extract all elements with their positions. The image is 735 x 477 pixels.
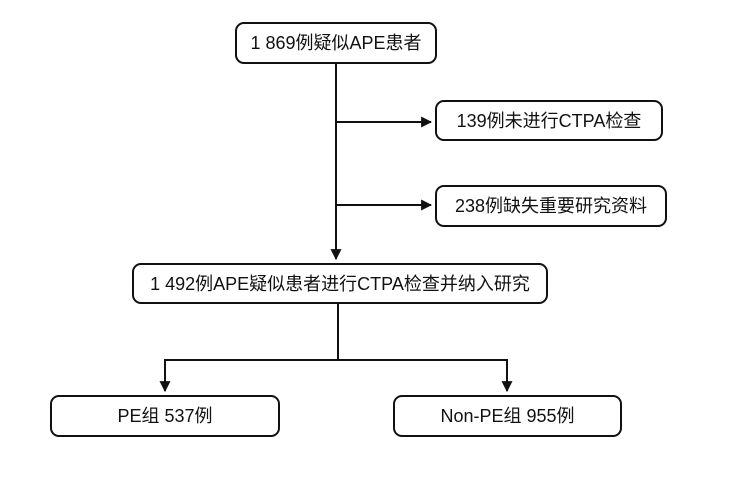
node-pe-group: PE组 537例 xyxy=(50,395,280,437)
node-excluded-no-ctpa: 139例未进行CTPA检查 xyxy=(435,100,663,141)
node-included-patients: 1 492例APE疑似患者进行CTPA检查并纳入研究 xyxy=(132,263,548,304)
node-excluded-missing-data: 238例缺失重要研究资料 xyxy=(435,185,667,227)
node-suspected-ape-patients: 1 869例疑似APE患者 xyxy=(235,22,437,64)
node-non-pe-group: Non-PE组 955例 xyxy=(393,395,622,437)
